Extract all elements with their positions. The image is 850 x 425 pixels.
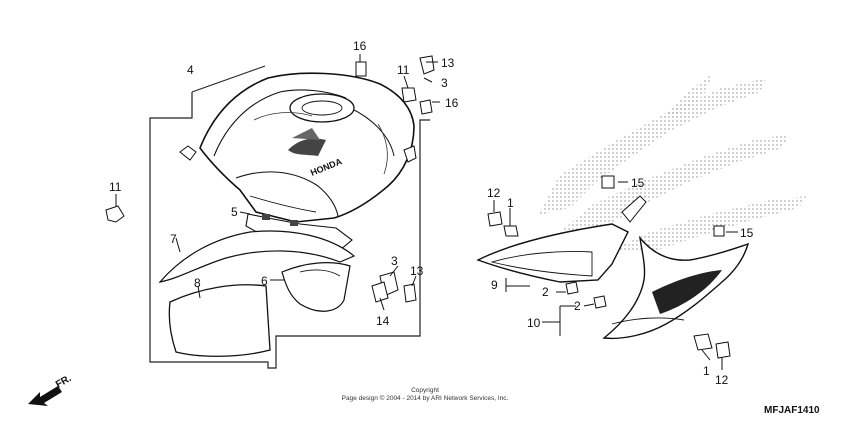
diagram-code: MFJAF1410 bbox=[764, 405, 820, 416]
callout-16: 16 bbox=[445, 96, 459, 110]
callout-8: 8 bbox=[194, 276, 201, 290]
front-label: FR. bbox=[54, 373, 74, 391]
callout-3: 3 bbox=[391, 254, 398, 268]
callout-12: 12 bbox=[487, 186, 501, 200]
bracket-top-line bbox=[191, 65, 266, 93]
callouts: 4 16 11 13 3 16 11 5 7 6 8 3 13 14 12 1 … bbox=[109, 39, 754, 387]
side-cover-upper bbox=[476, 195, 647, 283]
callout-16: 16 bbox=[353, 39, 367, 53]
callout-1: 1 bbox=[507, 196, 514, 210]
callout-14: 14 bbox=[376, 314, 390, 328]
tank-cover: HONDA bbox=[179, 72, 417, 223]
callout-6: 6 bbox=[261, 274, 268, 288]
panel-7 bbox=[158, 230, 356, 283]
side-cover-lower bbox=[602, 235, 750, 340]
callout-12: 12 bbox=[715, 373, 729, 387]
pad-8 bbox=[168, 284, 271, 357]
callout-4: 4 bbox=[187, 63, 194, 77]
fasteners-side bbox=[487, 175, 731, 359]
callout-1: 1 bbox=[703, 364, 710, 378]
callout-11: 11 bbox=[109, 180, 122, 194]
callout-15: 15 bbox=[740, 226, 754, 240]
panel-6 bbox=[281, 262, 351, 312]
honda-wing-watermark bbox=[538, 74, 808, 252]
callout-2: 2 bbox=[574, 299, 581, 313]
leader-lines bbox=[115, 54, 738, 370]
callout-11: 11 bbox=[397, 63, 410, 77]
copyright-line-1: Copyright bbox=[411, 387, 439, 394]
callout-2: 2 bbox=[542, 285, 549, 299]
front-direction-indicator: FR. bbox=[28, 373, 74, 406]
callout-9: 9 bbox=[491, 278, 498, 292]
panel-6-detail bbox=[299, 269, 341, 277]
copyright-line-2: Page design © 2004 - 2014 by ARI Network… bbox=[342, 394, 509, 402]
assembly-bracket bbox=[149, 92, 430, 369]
callout-3: 3 bbox=[441, 76, 448, 90]
callout-10: 10 bbox=[527, 316, 541, 330]
callout-15: 15 bbox=[631, 176, 645, 190]
callout-13: 13 bbox=[441, 56, 455, 70]
callout-13: 13 bbox=[410, 264, 424, 278]
callout-7: 7 bbox=[170, 232, 177, 246]
callout-5: 5 bbox=[231, 205, 238, 219]
fasteners-tank bbox=[105, 55, 435, 303]
